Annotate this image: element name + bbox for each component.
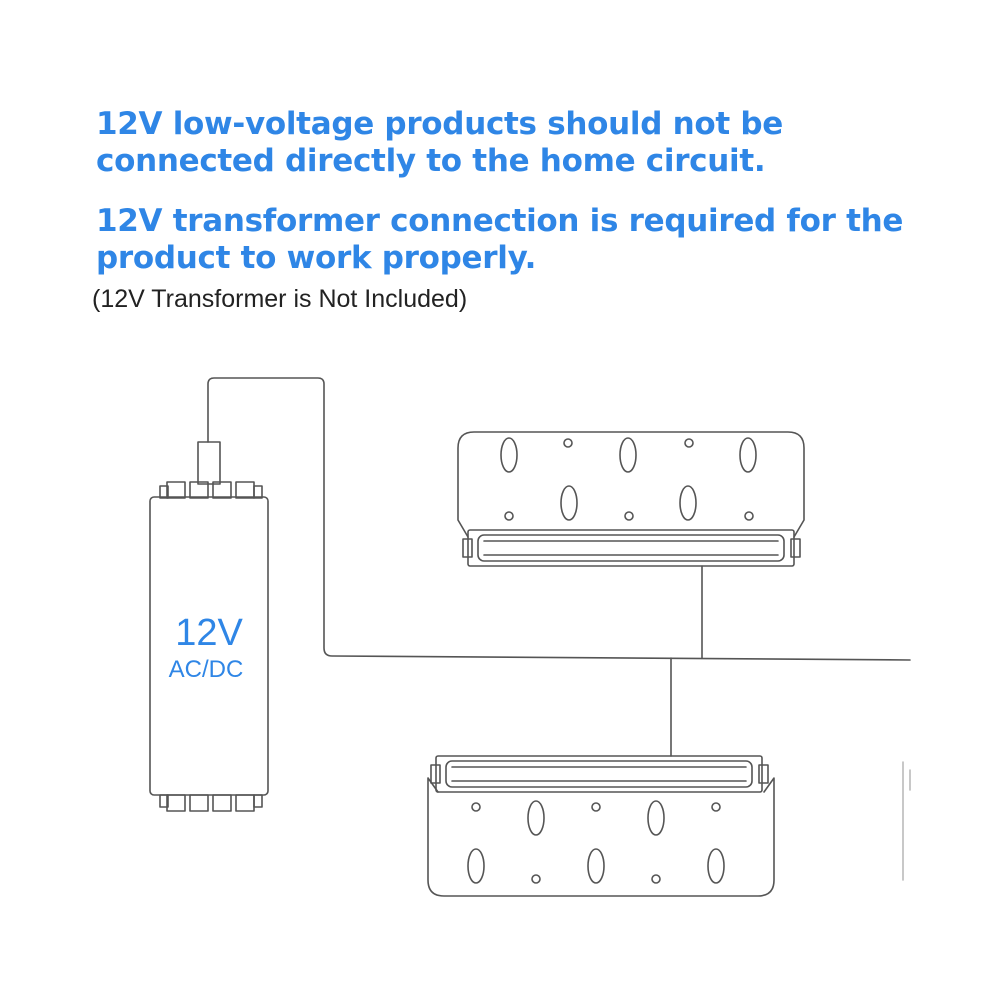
transformer-body [149,496,269,796]
transformer-top-terminals [159,481,263,499]
mounting-plate-top [457,431,805,538]
headline-requirement: 12V transformer connection is required f… [96,203,904,276]
transformer-bottom-terminals [159,794,263,812]
light-bar-top [467,529,795,567]
transformer-voltage-label: 12V [175,612,243,654]
light-fixture-top [457,431,805,567]
transformer-unit [149,441,269,812]
wire-transformer-to-fixtures [207,377,911,757]
light-fixture-bottom [427,755,775,897]
headline-warning: 12V low-voltage products should not be c… [96,106,783,179]
light-fixture-cropped-right [902,761,911,881]
transformer-type-label: AC/DC [169,656,244,683]
mounting-plate-bottom [427,777,775,897]
transformer-not-included-note: (12V Transformer is Not Included) [92,285,468,313]
light-bar-bottom [435,755,763,793]
